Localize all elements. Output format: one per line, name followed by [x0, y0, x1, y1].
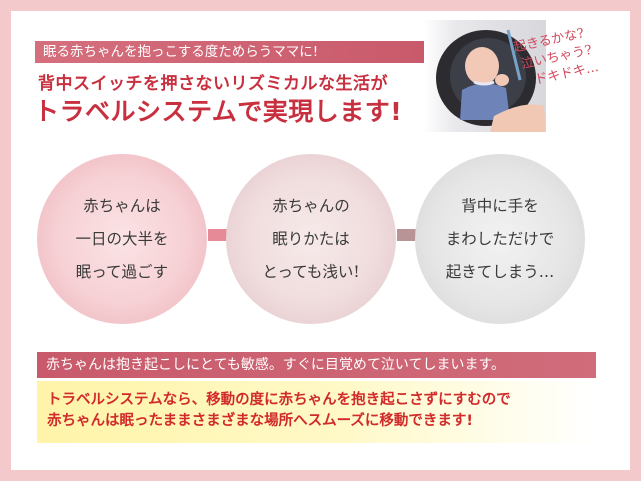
circle-text-line: 赤ちゃんは — [83, 196, 161, 215]
circle-text-line: 背中に手を — [461, 196, 539, 215]
baby-in-car-seat-photo — [424, 20, 546, 132]
circle-text-line: とっても浅い! — [262, 262, 360, 281]
circle-text-line: 一日の大半を — [75, 229, 169, 248]
headline-line-1: 背中スイッチを押さないリズミカルな生活が — [38, 74, 388, 94]
headline-line-2: トラベルシステムで実現します! — [34, 97, 403, 126]
conclusion-line: 赤ちゃんは眠ったままさまざまな場所へスムーズに移動できます! — [47, 413, 473, 429]
fact-circle-3: 背中に手を まわしただけで 起きてしまう… — [415, 154, 585, 324]
circle-text-line: 眠りかたは — [272, 229, 350, 248]
baby-photo-illustration — [424, 20, 546, 132]
fact-circle-2: 赤ちゃんの 眠りかたは とっても浅い! — [226, 154, 396, 324]
circle-text-line: 赤ちゃんの — [272, 196, 350, 215]
circle-text-line: 眠って過ごす — [75, 262, 169, 281]
circle-text-line: 起きてしまう… — [445, 262, 555, 281]
conclusion-box: トラベルシステムなら、移動の度に赤ちゃんを抱き起こさずにすむので 赤ちゃんは眠っ… — [37, 381, 596, 443]
top-banner: 眠る赤ちゃんを抱っこする度ためらうママに! — [35, 41, 425, 63]
fact-circle-1: 赤ちゃんは 一日の大半を 眠って過ごす — [37, 154, 207, 324]
circle-text-line: まわしただけで — [445, 229, 555, 248]
sensitivity-notice: 赤ちゃんは抱き起こしにとても敏感。すぐに目覚めて泣いてしまいます。 — [37, 352, 596, 378]
conclusion-line: トラベルシステムなら、移動の度に赤ちゃんを抱き起こさずにすむので — [47, 392, 511, 408]
